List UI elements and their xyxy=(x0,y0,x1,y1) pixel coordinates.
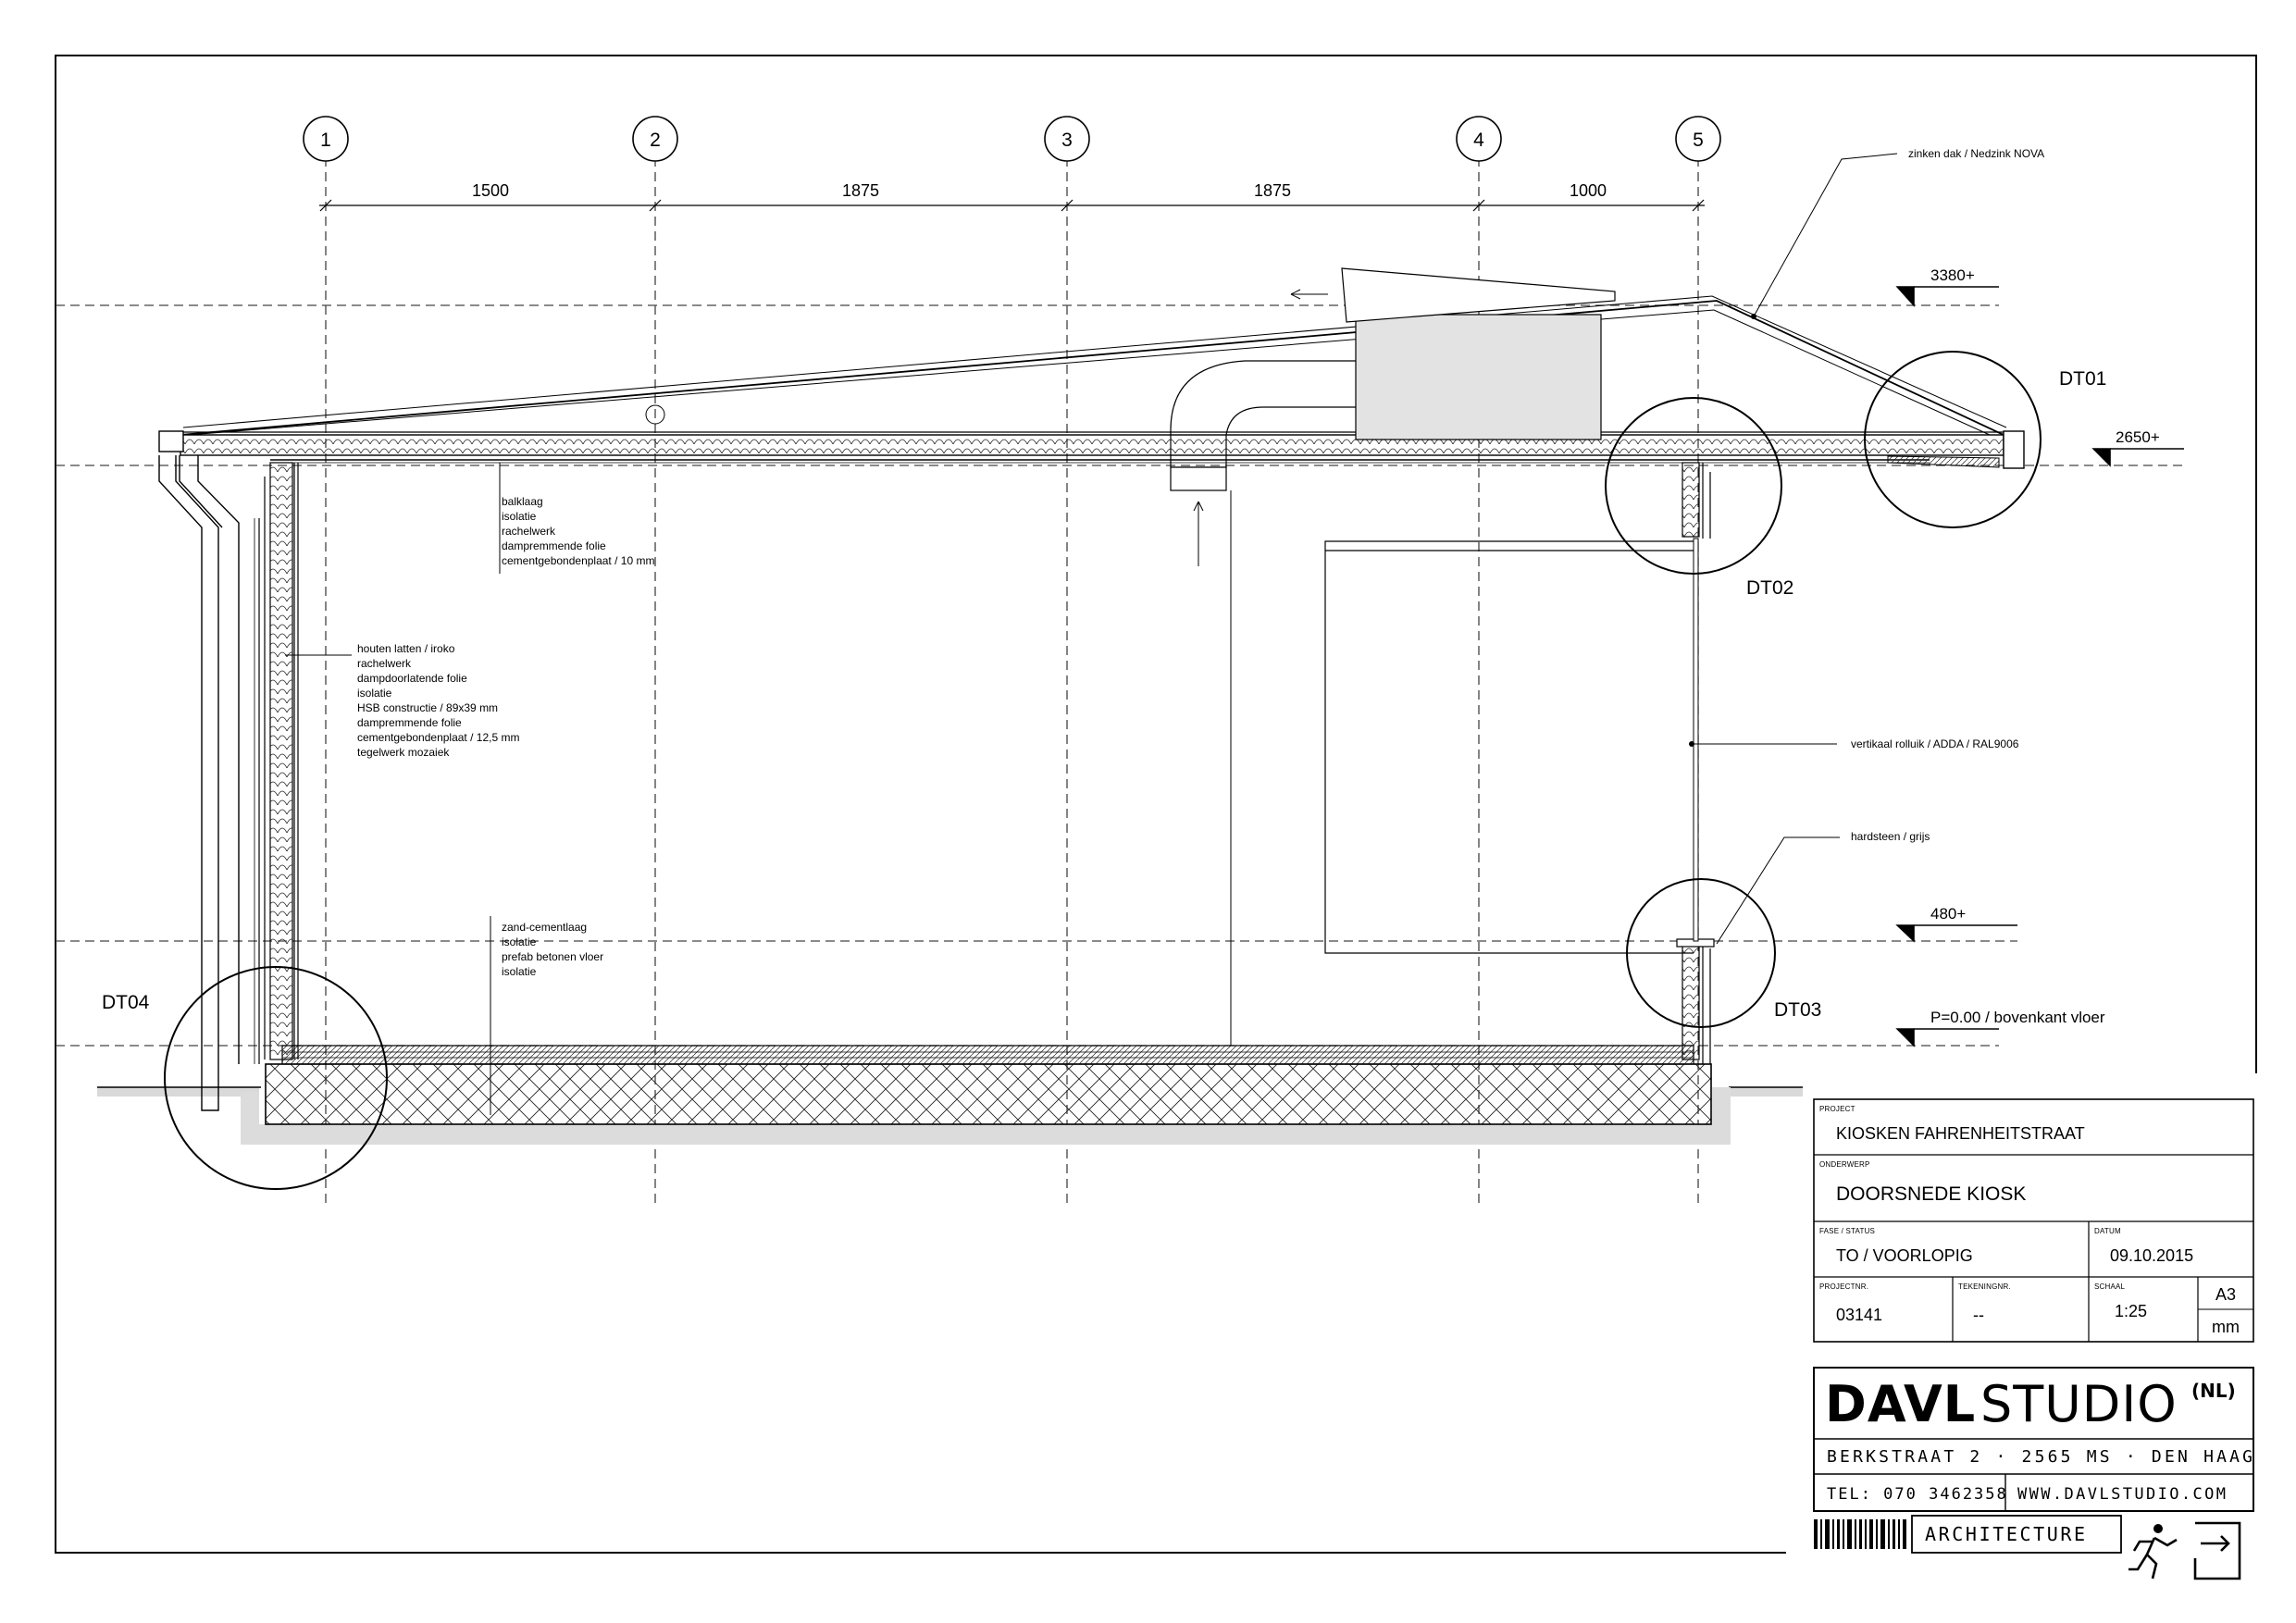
tb-scale-label: SCHAAL xyxy=(2094,1282,2126,1291)
tb-projectnr: 03141 xyxy=(1836,1306,1882,1324)
dimension-1000: 1000 xyxy=(1570,181,1607,200)
office-country: (NL) xyxy=(2191,1380,2236,1402)
detail-circles xyxy=(164,351,2042,1190)
grid-bubble-3 xyxy=(1044,116,1090,162)
floor-slab xyxy=(265,1045,1712,1125)
svg-text:isolatie: isolatie xyxy=(502,965,537,978)
office-address: BERKSTRAAT 2 · 2565 MS · DEN HAAG xyxy=(1827,1447,2255,1467)
grid-label-4: 4 xyxy=(1473,130,1484,151)
annotation-floor: zand-cementlaag isolatie prefab betonen … xyxy=(502,921,603,978)
level-floor: P=0.00 / bovenkant vloer xyxy=(1930,1009,2105,1026)
office-name-light: STUDIO xyxy=(1980,1375,2178,1433)
office-name-bold: DAVL xyxy=(1825,1375,1976,1433)
svg-text:HSB constructie / 89x39 mm: HSB constructie / 89x39 mm xyxy=(357,701,498,714)
tb-project: KIOSKEN FAHRENHEITSTRAAT xyxy=(1836,1124,2085,1143)
svg-text:dampdoorlatende folie: dampdoorlatende folie xyxy=(357,672,467,685)
grid-bubble-1 xyxy=(303,116,349,162)
barcode xyxy=(1814,1519,1906,1549)
annotation-wall: houten latten / iroko rachelwerk dampdoo… xyxy=(357,642,519,759)
ventilation-unit xyxy=(645,267,1616,1046)
right-wall xyxy=(1676,462,1715,1064)
level-markers xyxy=(1895,286,2184,1047)
tb-phase: TO / VOORLOPIG xyxy=(1836,1246,1973,1265)
title-block: PROJECT KIOSKEN FAHRENHEITSTRAAT ONDERWE… xyxy=(1813,1098,2254,1343)
detail-circle-dt02 xyxy=(1605,397,1782,575)
detail-label-dt03: DT03 xyxy=(1774,999,1821,1021)
dimension-1500: 1500 xyxy=(472,181,509,200)
dimension-line xyxy=(319,199,1705,212)
sheet-border xyxy=(55,55,2257,1554)
level-roof-top: 3380+ xyxy=(1930,266,1975,284)
svg-text:dampremmende folie: dampremmende folie xyxy=(357,716,462,729)
grid-bubbles xyxy=(303,116,1721,162)
grid-label-1: 1 xyxy=(320,130,331,151)
annotation-ceiling: balklaag isolatie rachelwerk dampremmend… xyxy=(502,495,654,567)
dimension-1875-b: 1875 xyxy=(1254,181,1291,200)
detail-circle-dt03 xyxy=(1626,878,1776,1028)
svg-text:cementgebondenplaat / 12,5 mm: cementgebondenplaat / 12,5 mm xyxy=(357,731,519,744)
architecture-box xyxy=(1911,1515,2122,1554)
svg-text:prefab betonen vloer: prefab betonen vloer xyxy=(502,950,603,963)
tb-unit: mm xyxy=(2212,1318,2240,1336)
tb-scale: 1:25 xyxy=(2115,1302,2147,1320)
level-roof-edge: 2650+ xyxy=(2116,428,2160,446)
svg-text:houten latten / iroko: houten latten / iroko xyxy=(357,642,455,655)
svg-text:tegelwerk mozaiek: tegelwerk mozaiek xyxy=(357,746,450,759)
downpipe xyxy=(158,455,240,1111)
roof xyxy=(158,295,2025,469)
svg-text:dampremmende folie: dampremmende folie xyxy=(502,539,606,552)
detail-circle-dt04 xyxy=(164,966,388,1190)
grid-label-3: 3 xyxy=(1061,130,1073,151)
running-man-icon xyxy=(2128,1521,2241,1580)
svg-text:rachelwerk: rachelwerk xyxy=(502,525,556,538)
tb-phase-label: FASE / STATUS xyxy=(1819,1227,1875,1235)
detail-label-dt01: DT01 xyxy=(2059,368,2106,390)
tb-subject-label: ONDERWERP xyxy=(1819,1160,1870,1169)
svg-text:isolatie: isolatie xyxy=(357,687,392,700)
svg-text:rachelwerk: rachelwerk xyxy=(357,657,412,670)
dimension-1875-a: 1875 xyxy=(842,181,879,200)
office-discipline: ARCHITECTURE xyxy=(1925,1523,2088,1545)
annotation-shutter: vertikaal rolluik / ADDA / RAL9006 xyxy=(1851,737,2019,750)
leader-lines xyxy=(285,153,1898,1115)
svg-text:isolatie: isolatie xyxy=(502,510,537,523)
detail-label-dt02: DT02 xyxy=(1746,577,1793,599)
svg-text:cementgebondenplaat / 10 mm: cementgebondenplaat / 10 mm xyxy=(502,554,654,567)
grid-label-5: 5 xyxy=(1693,130,1704,151)
tb-date: 09.10.2015 xyxy=(2110,1246,2193,1265)
tb-subject: DOORSNEDE KIOSK xyxy=(1836,1183,2026,1205)
annotation-sill: hardsteen / grijs xyxy=(1851,830,1930,843)
leader-dots xyxy=(1689,314,1756,747)
level-counter: 480+ xyxy=(1930,905,1966,923)
left-wall xyxy=(254,462,299,1064)
grid-bubble-2 xyxy=(632,116,678,162)
svg-text:isolatie: isolatie xyxy=(502,935,537,948)
office-web: WWW.DAVLSTUDIO.COM xyxy=(2017,1485,2228,1504)
grid-label-2: 2 xyxy=(650,130,661,151)
tb-paper: A3 xyxy=(2215,1285,2236,1304)
tb-drawingnr: -- xyxy=(1973,1306,1984,1324)
tb-drawingnr-label: TEKENINGNR. xyxy=(1958,1282,2011,1291)
grid-bubble-5 xyxy=(1675,116,1721,162)
svg-text:zand-cementlaag: zand-cementlaag xyxy=(502,921,587,934)
grid-bubble-4 xyxy=(1456,116,1502,162)
tb-project-label: PROJECT xyxy=(1819,1105,1855,1113)
office-tel: TEL: 070 3462358 xyxy=(1827,1485,2008,1504)
tb-projectnr-label: PROJECTNR. xyxy=(1819,1282,1868,1291)
office-block: DAVL STUDIO (NL) BERKSTRAAT 2 · 2565 MS … xyxy=(1813,1367,2255,1512)
annotation-roof: zinken dak / Nedzink NOVA xyxy=(1908,147,2044,160)
detail-label-dt04: DT04 xyxy=(102,992,150,1013)
tb-date-label: DATUM xyxy=(2094,1227,2121,1235)
counter-frame xyxy=(1324,540,1694,954)
ground xyxy=(97,1086,1803,1145)
svg-text:balklaag: balklaag xyxy=(502,495,543,508)
detail-circle-dt01 xyxy=(1864,351,2042,528)
